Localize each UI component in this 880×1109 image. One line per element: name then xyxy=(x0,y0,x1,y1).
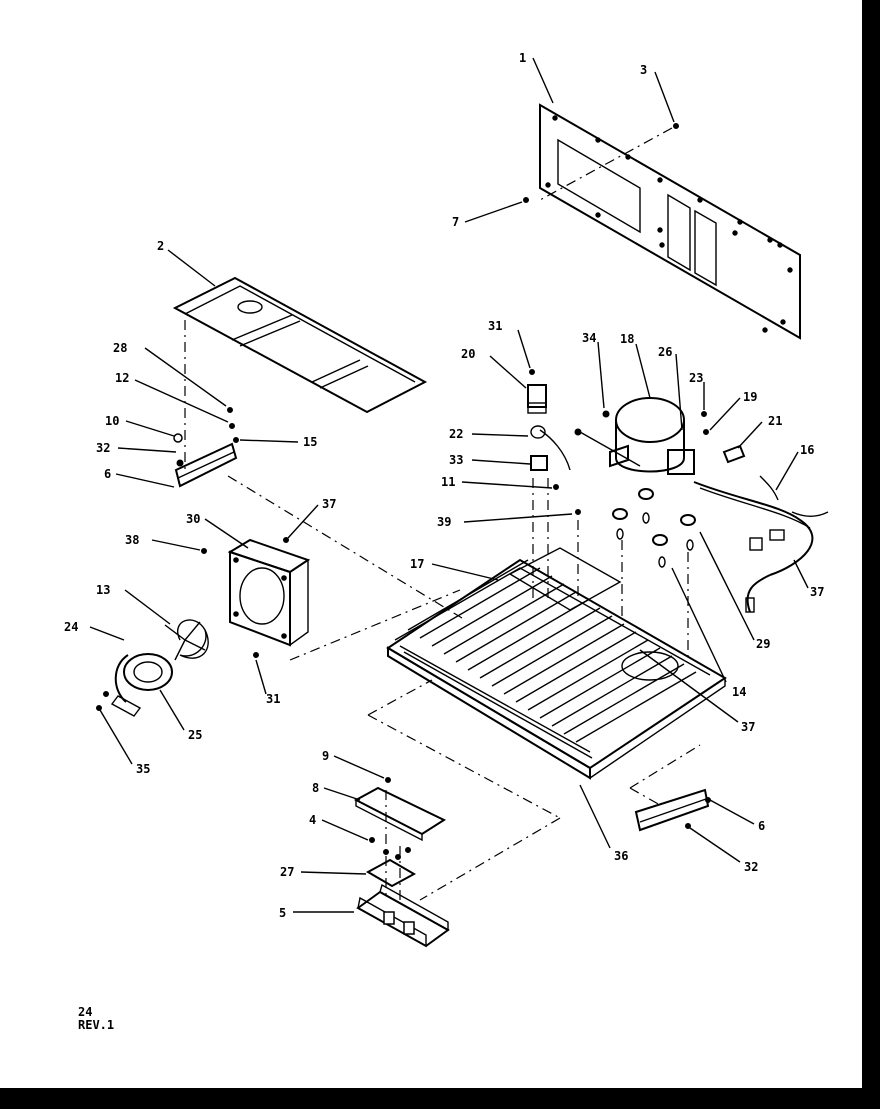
callout-6-left: 6 xyxy=(104,467,111,481)
left-bracket xyxy=(174,407,239,488)
fan-shroud xyxy=(227,538,311,647)
callout-33: 33 xyxy=(449,453,463,467)
callout-3: 3 xyxy=(640,63,647,77)
callout-31-fan: 31 xyxy=(266,692,280,706)
callout-4: 4 xyxy=(309,813,316,827)
drain-pan-assembly xyxy=(353,777,450,948)
relay-group xyxy=(527,369,581,600)
callout-39: 39 xyxy=(437,515,451,529)
callout-14: 29 xyxy=(756,637,770,651)
callout-30: 30 xyxy=(186,512,200,526)
callout-34: 17 xyxy=(410,557,424,571)
callout-29: 37 xyxy=(810,585,824,599)
callout-9: 9 xyxy=(322,749,329,763)
callout-38: 38 xyxy=(125,533,139,547)
right-bracket xyxy=(634,788,711,832)
callout-22: 22 xyxy=(449,427,463,441)
top-bracket xyxy=(172,276,428,414)
callout-35: 35 xyxy=(136,762,150,776)
callout-2: 2 xyxy=(157,239,164,253)
wire-harness xyxy=(693,475,829,613)
grommets xyxy=(612,488,696,660)
callout-1: 1 xyxy=(519,51,526,65)
callout-6-right: 6 xyxy=(758,819,765,833)
callout-24: 24 xyxy=(64,620,78,634)
condenser-base xyxy=(386,547,727,780)
callout-25: 25 xyxy=(188,728,202,742)
callout-28: 28 xyxy=(113,341,127,355)
callout-31-relay: 31 xyxy=(488,319,502,333)
callout-15: 15 xyxy=(303,435,317,449)
page-footer: 24 REV.1 xyxy=(78,1006,114,1032)
page-number: 24 xyxy=(78,1005,93,1019)
callout-11: 11 xyxy=(441,475,455,489)
callout-5: 5 xyxy=(279,906,286,920)
diagram-sheet: 1 3 7 2 28 12 10 15 32 6 xyxy=(0,0,862,1088)
callout-19: 23 xyxy=(689,371,703,385)
callout-32-right: 32 xyxy=(744,860,758,874)
callout-32-left: 32 xyxy=(96,441,110,455)
callout-36: 36 xyxy=(614,849,628,863)
callout-18: 34 xyxy=(582,331,596,345)
callout-8: 8 xyxy=(312,781,319,795)
callout-37-shroud: 37 xyxy=(322,497,336,511)
callout-17: 14 xyxy=(732,685,746,699)
callout-23: 26 xyxy=(658,345,672,359)
callout-12: 12 xyxy=(115,371,129,385)
rear-panel xyxy=(539,103,801,340)
revision-label: REV.1 xyxy=(78,1018,115,1032)
callout-37-base: 37 xyxy=(741,720,755,734)
callout-10: 10 xyxy=(105,414,119,428)
callout-37-harness: 16 xyxy=(800,443,814,457)
callout-16: 21 xyxy=(768,414,782,428)
callout-26: 18 xyxy=(620,332,634,346)
callout-7: 7 xyxy=(452,215,459,229)
callout-27: 27 xyxy=(280,865,294,879)
callout-13: 13 xyxy=(96,583,110,597)
callout-21: 19 xyxy=(743,390,757,404)
callout-20: 20 xyxy=(461,347,475,361)
compressor xyxy=(574,397,746,475)
fan-motor xyxy=(110,619,209,717)
exploded-parts-diagram: 1 3 7 2 28 12 10 15 32 6 xyxy=(64,51,829,948)
